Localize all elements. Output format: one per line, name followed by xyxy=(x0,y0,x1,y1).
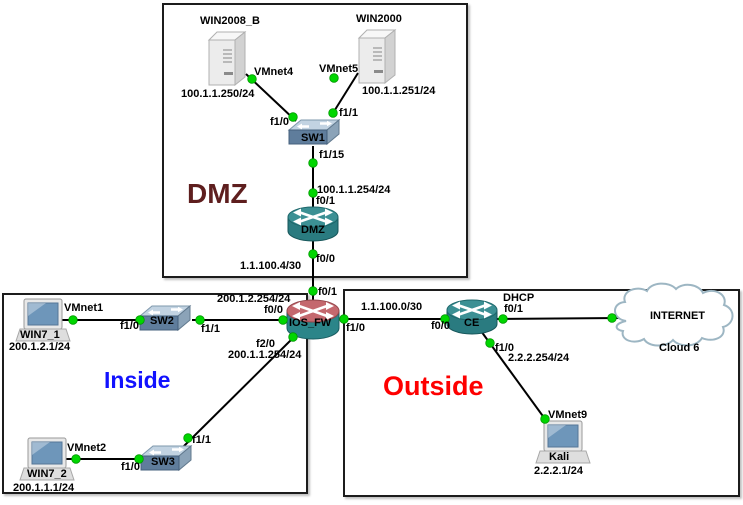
link-status-dot xyxy=(329,73,339,83)
port-label-fw-f0-0: f0/0 xyxy=(264,304,283,316)
link-status-dot xyxy=(195,315,205,325)
port-label-sw1-f1-1: f1/1 xyxy=(339,107,358,119)
link-status-dot xyxy=(68,315,78,325)
node-label-sw3: SW3 xyxy=(151,456,175,468)
adapter-label-vmnet5: VMnet5 xyxy=(319,63,359,75)
link-status-dot xyxy=(288,332,298,342)
adapter-label-vmnet9: VMnet9 xyxy=(548,409,588,421)
link-status-dot xyxy=(278,315,288,325)
port-label-fw-f0-1: f0/1 xyxy=(318,286,337,298)
link-status-dot xyxy=(183,433,193,443)
adapter-label-vmnet2: VMnet2 xyxy=(67,442,107,454)
outside-zone-title: Outside xyxy=(383,371,484,401)
server-icon-win2008b[interactable] xyxy=(208,31,246,86)
cloud-icon-internet[interactable] xyxy=(614,282,734,347)
node-label-win2008b: WIN2008_B xyxy=(200,15,260,27)
link-status-dot xyxy=(308,158,318,168)
node-label-ios-fw: IOS_FW xyxy=(289,317,332,329)
inside-zone-rectangle xyxy=(2,293,308,494)
node-label-kali: Kali xyxy=(549,451,570,463)
ip-label-fw-f0-0: 200.1.2.254/24 xyxy=(217,293,291,305)
node-label-sw1: SW1 xyxy=(301,132,325,144)
link-status-dot xyxy=(135,315,145,325)
dmz-zone-title: DMZ xyxy=(187,178,248,209)
ip-label-win7-1: 200.1.2.1/24 xyxy=(9,341,71,353)
node-label-sw2: SW2 xyxy=(150,315,174,327)
adapter-label-vmnet1: VMnet1 xyxy=(64,302,104,314)
node-label-win7-2: WIN7_2 xyxy=(27,468,67,480)
link-status-dot xyxy=(607,313,617,323)
net-label-1-1-100-4: 1.1.100.4/30 xyxy=(240,260,302,272)
link-ce-internet[interactable] xyxy=(495,317,621,320)
ip-label-ce-f1-0: 2.2.2.254/24 xyxy=(508,352,570,364)
port-label-fw-f2-0: f2/0 xyxy=(256,338,275,350)
link-status-dots xyxy=(68,73,617,464)
adapter-label-vmnet4: VMnet4 xyxy=(254,66,294,78)
port-label-sw2-f1-0: f1/0 xyxy=(120,320,139,332)
port-label-dmz-f0-0: f0/0 xyxy=(316,253,335,265)
link-status-dot xyxy=(540,414,550,424)
port-label-ce-f0-1: f0/1 xyxy=(504,303,523,315)
port-label-ce-f0-0: f0/0 xyxy=(431,320,450,332)
server-icon-win2000[interactable] xyxy=(358,29,396,84)
ip-label-win2008b: 100.1.1.250/24 xyxy=(181,88,255,100)
port-label-sw2-f1-1: f1/1 xyxy=(201,323,220,335)
ip-label-win7-2: 200.1.1.1/24 xyxy=(13,482,75,494)
node-label-win7-1: WIN7_1 xyxy=(20,329,60,341)
link-status-dot xyxy=(134,454,144,464)
port-label-dmz-f0-1: f0/1 xyxy=(316,195,335,207)
link-status-dot xyxy=(308,286,318,296)
link-status-dot xyxy=(247,74,257,84)
link-status-dot xyxy=(485,338,495,348)
node-sublabel-cloud6: Cloud 6 xyxy=(659,342,700,354)
port-label-sw3-f1-0: f1/0 xyxy=(121,461,140,473)
port-label-sw1-f1-0: f1/0 xyxy=(270,116,289,128)
link-status-dot xyxy=(71,454,81,464)
node-label-ce: CE xyxy=(464,317,480,329)
dhcp-label-ce-f0-1: DHCP xyxy=(503,292,535,304)
outside-zone-rectangle xyxy=(343,289,740,497)
link-status-dot xyxy=(308,188,318,198)
link-status-dot xyxy=(339,314,349,324)
link-status-dot xyxy=(328,108,338,118)
inside-zone-title: Inside xyxy=(104,367,171,393)
node-label-win2000: WIN2000 xyxy=(356,13,402,25)
port-label-sw3-f1-1: f1/1 xyxy=(192,434,211,446)
ip-label-win2000: 100.1.1.251/24 xyxy=(362,85,436,97)
ip-label-dmz-f0-1: 100.1.1.254/24 xyxy=(317,184,391,196)
dmz-zone-rectangle xyxy=(162,3,468,278)
port-label-ce-f1-0: f1/0 xyxy=(495,342,514,354)
port-label-sw1-f1-15: f1/15 xyxy=(319,149,345,161)
ip-label-fw-f2-0: 200.1.1.254/24 xyxy=(228,349,302,361)
link-status-dot xyxy=(498,314,508,324)
link-win2000-sw1[interactable] xyxy=(332,72,359,114)
link-status-dot xyxy=(440,314,450,324)
port-label-fw-f1-0: f1/0 xyxy=(346,322,365,334)
net-label-1-1-100-0: 1.1.100.0/30 xyxy=(361,301,423,313)
link-iosfw-sw3[interactable] xyxy=(182,334,297,448)
link-status-dot xyxy=(288,112,298,122)
link-status-dot xyxy=(308,249,318,259)
node-label-dmz-router: DMZ xyxy=(301,224,325,236)
ip-label-kali: 2.2.2.1/24 xyxy=(534,465,583,477)
node-label-internet: INTERNET xyxy=(650,310,705,322)
